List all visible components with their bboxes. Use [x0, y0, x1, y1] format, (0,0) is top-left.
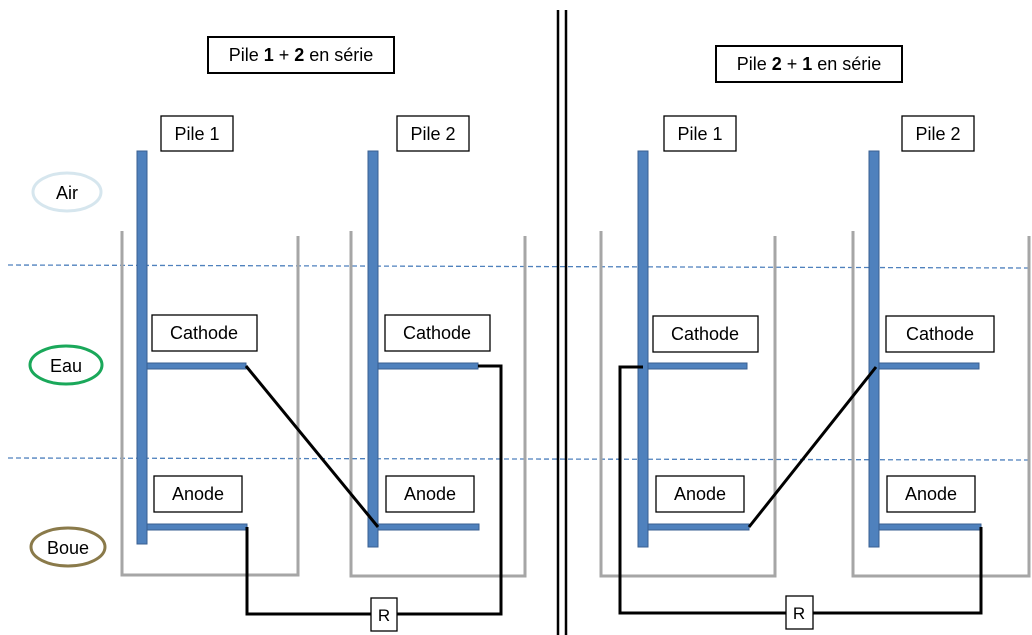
right-pile1-label-box — [663, 115, 737, 152]
right-pile2-container — [851, 231, 1031, 578]
right-title-box — [715, 45, 903, 83]
left-configuration: Pile 1 + 2 en série Pile 1 Pile 2 Cathod… — [120, 36, 527, 632]
right-resistor — [785, 595, 814, 630]
left-pile1-label: Pile 1 — [174, 124, 219, 144]
left-pile1-cathode-label: Cathode — [170, 323, 238, 343]
left-title: Pile 1 + 2 en série — [229, 45, 374, 65]
right-pile2-anode-label-box — [886, 475, 976, 513]
left-pile2-anode-plate — [377, 523, 480, 531]
left-pile1-anode-plate — [146, 523, 248, 531]
left-pile2-container — [349, 231, 527, 578]
right-pile1-container — [599, 231, 777, 578]
left-pile2-anode-label-box — [385, 475, 475, 513]
right-pile1-anode-plate — [647, 523, 750, 531]
left-circuit-wire — [245, 364, 503, 616]
eau-zone-oval — [28, 344, 104, 386]
right-pile1-electrode-rod — [637, 150, 649, 548]
left-pile1-cathode-plate — [146, 362, 247, 370]
air-zone-label: Air — [56, 183, 78, 203]
waterline-top — [7, 264, 1029, 269]
right-pile1-label: Pile 1 — [677, 124, 722, 144]
right-pile2-cathode-plate — [878, 362, 980, 370]
waterline-bottom — [7, 457, 1029, 461]
right-pile2-anode-label: Anode — [905, 484, 957, 504]
left-pile2-cathode-label: Cathode — [403, 323, 471, 343]
right-pile1-anode-label-box — [655, 475, 745, 513]
left-pile2-label: Pile 2 — [410, 124, 455, 144]
left-pile2-cathode-label-box — [384, 314, 491, 352]
right-pile2-cathode-label-box — [885, 315, 995, 353]
right-circuit-wire — [618, 365, 983, 615]
right-pile1-cathode-plate — [647, 362, 748, 370]
right-pile2-label: Pile 2 — [915, 124, 960, 144]
left-pile1-electrode-rod — [136, 150, 148, 545]
left-pile1-cathode-label-box — [151, 314, 258, 352]
right-pile1-cathode-label: Cathode — [671, 324, 739, 344]
right-resistor-label: R — [793, 604, 805, 623]
right-configuration: Pile 2 + 1 en série Pile 1 Pile 2 Cathod… — [599, 45, 1031, 630]
right-pile1-anode-label: Anode — [674, 484, 726, 504]
left-resistor — [370, 597, 398, 632]
right-pile2-electrode-rod — [868, 150, 880, 548]
air-zone-oval — [31, 171, 103, 213]
left-series-wire — [244, 365, 380, 528]
left-pile1-label-box — [160, 115, 234, 152]
right-pile2-anode-plate — [878, 523, 982, 531]
right-series-wire — [747, 366, 878, 528]
boue-zone-label: Boue — [47, 538, 89, 558]
left-title-box — [207, 36, 395, 74]
left-pile2-cathode-plate — [377, 362, 479, 370]
boue-zone-oval — [29, 526, 107, 568]
right-pile2-cathode-label: Cathode — [906, 324, 974, 344]
right-title: Pile 2 + 1 en série — [737, 54, 882, 74]
right-pile1-cathode-label-box — [652, 315, 759, 353]
right-pile2-label-box — [901, 115, 975, 152]
left-pile1-anode-label: Anode — [172, 484, 224, 504]
left-pile1-anode-label-box — [153, 475, 243, 513]
left-resistor-label: R — [378, 606, 390, 625]
eau-zone-label: Eau — [50, 356, 82, 376]
left-pile1-container — [120, 231, 300, 577]
left-pile2-anode-label: Anode — [404, 484, 456, 504]
left-pile2-electrode-rod — [367, 150, 379, 548]
left-pile2-label-box — [396, 115, 470, 152]
